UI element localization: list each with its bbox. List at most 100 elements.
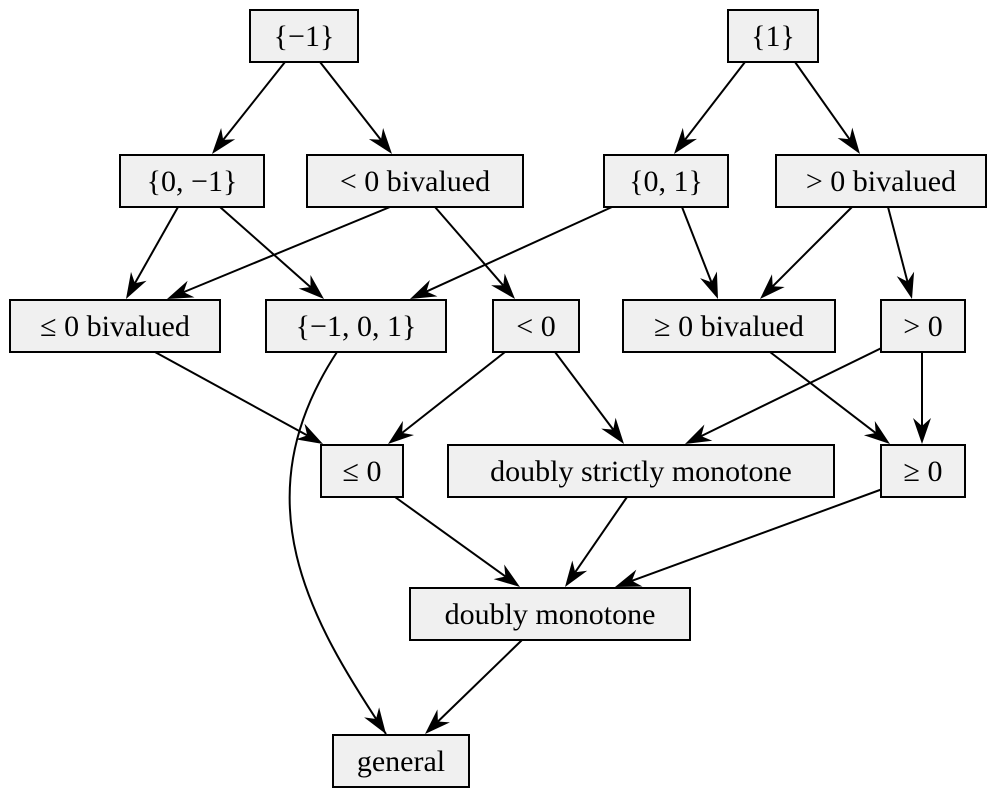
edge-le0-biv-to-le0-arrowhead <box>295 423 323 444</box>
edge-lt0-biv-to-le0-biv-line <box>183 206 391 294</box>
node-general-label: general <box>357 745 445 778</box>
node-ge0-label: ≥ 0 <box>904 455 943 488</box>
edge-p1-to-gt0-biv <box>794 61 860 154</box>
edge-m1-to-z-m1 <box>212 61 286 154</box>
node-m1-0-1: {−1, 0, 1} <box>265 299 447 353</box>
node-le0-biv-box <box>9 299 221 353</box>
node-le0: ≤ 0 <box>320 444 404 498</box>
node-le0-box <box>320 444 404 498</box>
node-dsm-label: doubly strictly monotone <box>490 455 792 488</box>
node-z-p1: {0, 1} <box>603 154 729 208</box>
node-ge0-biv: ≥ 0 bivalued <box>622 299 836 353</box>
edge-lt0-biv-to-lt0-line <box>434 206 504 287</box>
edge-z-m1-to-le0-biv <box>126 206 179 299</box>
edge-z-p1-to-m1-0-1 <box>410 206 613 299</box>
edge-p1-to-z-p1-arrowhead <box>674 127 697 154</box>
edge-gt0-to-dsm <box>685 339 899 444</box>
node-ge0-box <box>880 444 966 498</box>
edge-m1-to-lt0-biv <box>319 61 392 154</box>
edge-lt0-biv-to-lt0-arrowhead <box>491 273 515 299</box>
node-lt0-box <box>492 299 580 353</box>
node-gt0-biv: > 0 bivalued <box>775 154 987 208</box>
node-lt0-biv-box <box>306 154 524 208</box>
node-le0-label: ≤ 0 <box>343 455 382 488</box>
edges-layer <box>126 61 931 735</box>
edge-z-m1-to-m1-0-1 <box>219 206 324 299</box>
node-dm-box <box>409 587 691 641</box>
edge-p1-to-z-p1 <box>674 61 746 154</box>
edge-le0-to-dm-arrowhead <box>493 564 520 587</box>
edge-gt0-biv-to-gt0-arrowhead <box>896 271 915 299</box>
edge-le0-to-dm <box>394 496 520 587</box>
edge-le0-biv-to-le0 <box>154 351 323 444</box>
edge-gt0-biv-to-gt0 <box>887 206 915 299</box>
edge-p1-to-gt0-biv-arrowhead <box>837 127 860 154</box>
edge-ge0-biv-to-ge0-line <box>769 351 877 434</box>
edge-ge0-biv-to-ge0-arrowhead <box>863 421 890 444</box>
edge-lt0-to-dsm-arrowhead <box>601 417 624 444</box>
edge-m1-0-1-to-general <box>288 351 387 735</box>
node-p1: {1} <box>727 9 819 63</box>
node-m1: {−1} <box>249 9 359 63</box>
edge-gt0-biv-to-ge0-biv-line <box>772 206 853 287</box>
edge-z-p1-to-ge0-biv-line <box>681 206 713 283</box>
node-m1-0-1-label: {−1, 0, 1} <box>296 310 417 343</box>
node-z-p1-box <box>603 154 729 208</box>
edge-dm-to-general-arrowhead <box>425 709 450 734</box>
node-p1-label: {1} <box>751 20 795 53</box>
node-ge0: ≥ 0 <box>880 444 966 498</box>
edge-dsm-to-dm <box>565 496 628 587</box>
edge-lt0-biv-to-le0-biv-arrowhead <box>167 280 195 299</box>
edge-gt0-biv-to-ge0-biv <box>760 206 853 299</box>
node-m1-0-1-box <box>265 299 447 353</box>
node-lt0-label: < 0 <box>516 310 555 343</box>
edge-p1-to-z-p1-line <box>684 61 746 141</box>
edge-z-m1-to-m1-0-1-line <box>219 206 312 288</box>
node-m1-box <box>249 9 359 63</box>
edge-ge0-to-dm-arrowhead <box>615 569 643 587</box>
edge-lt0-biv-to-lt0 <box>434 206 515 299</box>
edge-z-m1-to-le0-biv-arrowhead <box>126 271 147 299</box>
node-gt0-biv-box <box>775 154 987 208</box>
node-dm-label: doubly monotone <box>445 598 656 631</box>
edge-z-m1-to-le0-biv-line <box>133 206 179 284</box>
node-lt0-biv: < 0 bivalued <box>306 154 524 208</box>
edge-dsm-to-dm-arrowhead <box>565 560 588 587</box>
edge-m1-0-1-to-general-line <box>288 351 387 735</box>
edge-le0-to-dm-line <box>394 496 506 578</box>
edge-dsm-to-dm-line <box>574 496 628 573</box>
node-gt0-biv-label: > 0 bivalued <box>806 165 956 198</box>
edge-p1-to-gt0-biv-line <box>794 61 851 140</box>
node-lt0-biv-label: < 0 bivalued <box>340 165 490 198</box>
node-le0-biv-label: ≤ 0 bivalued <box>40 310 190 343</box>
edge-lt0-to-le0-arrowhead <box>388 420 414 444</box>
edge-lt0-to-dsm-line <box>554 351 615 431</box>
edge-z-p1-to-ge0-biv-arrowhead <box>700 271 718 299</box>
node-dsm-box <box>447 444 835 498</box>
edge-m1-to-lt0-biv-line <box>319 61 382 141</box>
edge-gt0-biv-to-ge0-biv-arrowhead <box>760 274 785 299</box>
edge-gt0-biv-to-gt0-line <box>887 206 909 282</box>
node-gt0-label: > 0 <box>903 310 942 343</box>
edge-lt0-to-dsm <box>554 351 624 444</box>
node-lt0: < 0 <box>492 299 580 353</box>
node-m1-label: {−1} <box>274 20 335 53</box>
node-general-box <box>332 734 470 788</box>
edge-m1-to-z-m1-arrowhead <box>212 128 236 154</box>
edge-z-p1-to-m1-0-1-arrowhead <box>410 280 438 299</box>
edge-m1-0-1-to-general-arrowhead <box>364 707 386 734</box>
node-z-m1: {0, −1} <box>119 154 265 208</box>
edge-ge0-biv-to-ge0 <box>769 351 890 444</box>
edge-dm-to-general <box>425 639 523 734</box>
node-le0-biv: ≤ 0 bivalued <box>9 299 221 353</box>
edge-gt0-to-ge0 <box>913 352 931 444</box>
node-z-p1-label: {0, 1} <box>629 165 703 198</box>
edge-gt0-to-dsm-arrowhead <box>685 424 713 444</box>
edge-z-m1-to-m1-0-1-arrowhead <box>298 275 324 299</box>
edge-lt0-to-le0 <box>388 351 506 444</box>
edge-gt0-to-ge0-arrowhead <box>913 418 931 444</box>
edge-ge0-to-dm <box>615 486 889 587</box>
edge-gt0-to-dsm-line <box>700 339 899 438</box>
node-dm: doubly monotone <box>409 587 691 641</box>
